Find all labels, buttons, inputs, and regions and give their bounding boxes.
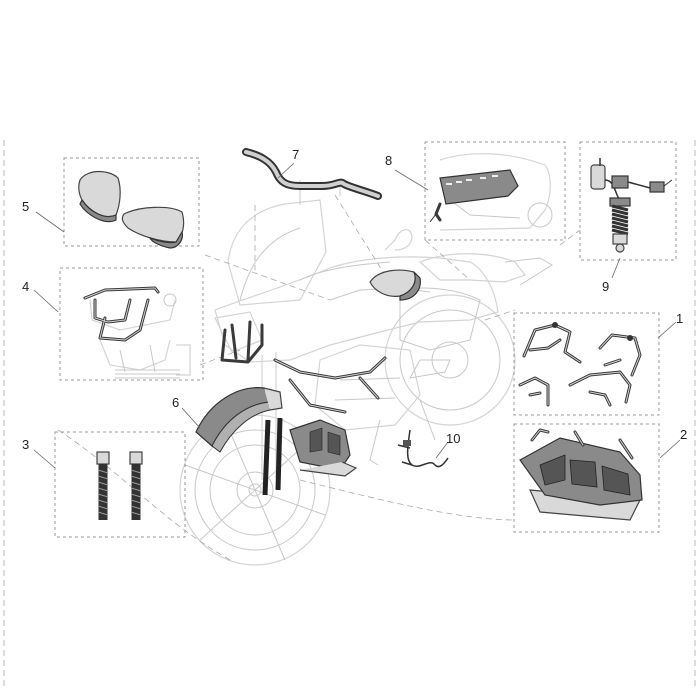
fitted-hand-guard-icon bbox=[369, 269, 421, 301]
callout-7: 7 bbox=[292, 147, 300, 162]
headlight-guard-icon bbox=[83, 286, 191, 379]
guide-line-1 bbox=[57, 429, 231, 561]
exhaust-heat-shield-icon bbox=[429, 153, 553, 231]
callout-1: 1 bbox=[676, 311, 684, 326]
callout-3: 3 bbox=[22, 437, 30, 452]
guide-line-8 bbox=[559, 229, 581, 246]
hand-guards-icon bbox=[78, 170, 185, 249]
front-mudguard-icon bbox=[195, 387, 283, 453]
frame-5 bbox=[63, 157, 200, 247]
callout-6: 6 bbox=[172, 395, 180, 410]
guide-line-5 bbox=[334, 194, 386, 276]
fitted-engine-guard-icon bbox=[289, 419, 358, 477]
handlebar-icon bbox=[242, 148, 382, 200]
frame-8 bbox=[424, 141, 566, 241]
guide-line-3 bbox=[204, 254, 331, 301]
fitted-crash-bars-icon bbox=[220, 320, 387, 414]
callout-5: 5 bbox=[22, 199, 30, 214]
callout-4: 4 bbox=[22, 279, 30, 294]
leader-lines bbox=[33, 162, 681, 469]
frame-3 bbox=[54, 431, 186, 538]
crash-bars-icon bbox=[518, 322, 642, 407]
guide-line-2 bbox=[299, 479, 516, 521]
frame-1 bbox=[513, 312, 660, 416]
fork-tubes-icon bbox=[262, 417, 283, 496]
guide-line-7 bbox=[199, 349, 241, 366]
callout-9: 9 bbox=[602, 279, 610, 294]
fork-springs-icon bbox=[96, 451, 143, 520]
callout-2: 2 bbox=[680, 427, 688, 442]
callout-8: 8 bbox=[385, 153, 393, 168]
engine-guard-icon bbox=[519, 428, 643, 521]
guide-line-9 bbox=[424, 239, 471, 281]
rear-shock-icon bbox=[590, 158, 673, 253]
frame-2 bbox=[513, 423, 660, 533]
guide-line-6 bbox=[484, 309, 516, 321]
wiring-harness-icon bbox=[397, 429, 449, 468]
frame-4 bbox=[59, 267, 204, 381]
callout-10: 10 bbox=[446, 431, 461, 446]
frame-9 bbox=[579, 141, 677, 261]
